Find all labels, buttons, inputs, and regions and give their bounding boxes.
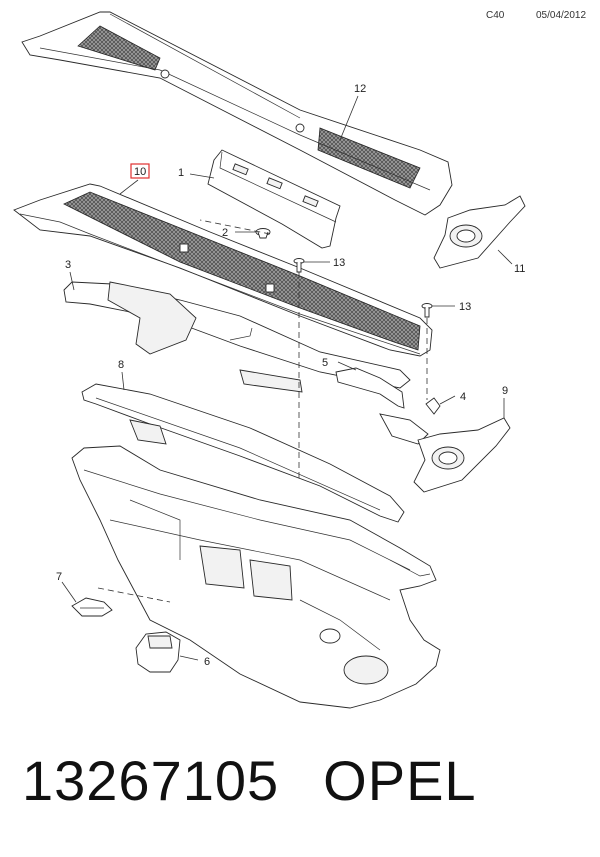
callout-1: 1	[178, 167, 184, 179]
part-5-small-bracket	[335, 367, 405, 409]
part-1-bracket	[207, 149, 341, 249]
callout-2: 2	[222, 227, 228, 239]
callout-3: 3	[65, 259, 71, 271]
part-7-gasket	[71, 597, 113, 617]
callout-10: 10	[134, 166, 146, 178]
diagram-date: 05/04/2012	[536, 10, 587, 21]
alignment-line-clip	[199, 219, 271, 235]
parts-diagram: 12 1 10 2 13 3 11 13 5 8 4 9 7 6	[13, 11, 526, 709]
part-12-upper-cowl-panel	[21, 11, 453, 216]
part-13-fastener-b	[421, 303, 433, 318]
callout-12: 12	[354, 83, 366, 95]
leader-lines	[61, 95, 513, 661]
dash-panel	[71, 445, 441, 709]
part-8-reinforcement-rail	[81, 383, 429, 523]
alignment-line-gasket	[97, 587, 171, 603]
part-11-right-end-cap	[433, 195, 526, 269]
callout-13a: 13	[333, 257, 345, 269]
part-10-cowl-grille	[13, 183, 433, 357]
part-9-right-end-cap	[413, 417, 511, 493]
callout-11: 11	[514, 263, 525, 275]
callout-13b: 13	[459, 301, 471, 313]
part-4-push-clip	[425, 397, 441, 415]
highlight-box-10	[130, 163, 150, 179]
footer-caption: 13267105 OPEL	[22, 748, 477, 813]
brand-name: OPEL	[323, 749, 477, 812]
callout-6: 6	[204, 656, 210, 668]
callout-7: 7	[56, 571, 62, 583]
diagram-code: C40	[486, 10, 505, 21]
callout-8: 8	[118, 359, 124, 371]
part-3-crossmember	[63, 281, 411, 393]
callout-4: 4	[460, 391, 466, 403]
part-6-mount-block	[135, 631, 181, 673]
callout-5: 5	[322, 357, 328, 369]
callout-9: 9	[502, 385, 508, 397]
part-number: 13267105	[22, 749, 280, 812]
